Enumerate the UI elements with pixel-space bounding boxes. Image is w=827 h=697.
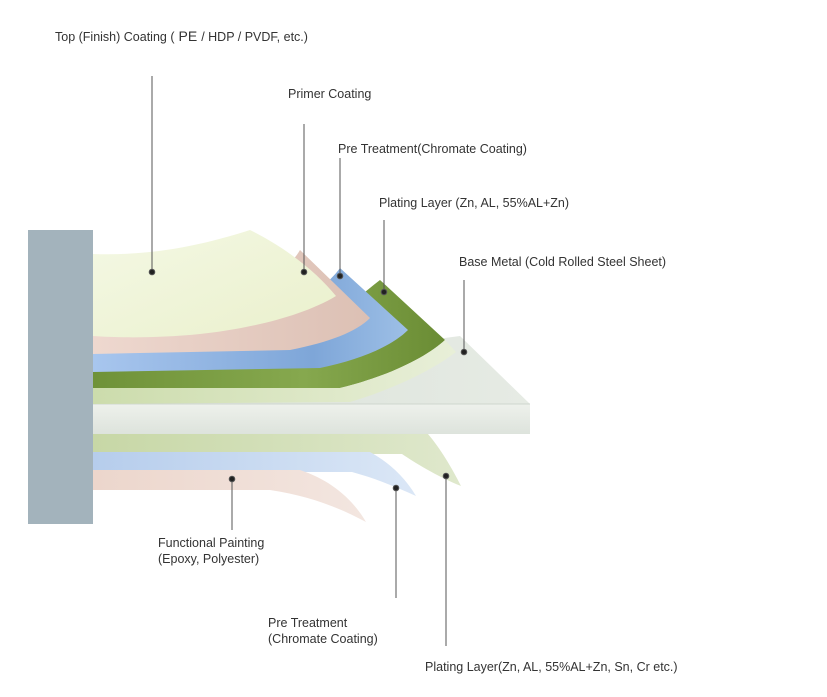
functional-line-1: Functional Painting bbox=[158, 536, 265, 550]
bottom-plating-layer bbox=[93, 434, 461, 486]
leader-dot-pretreatment-bottom bbox=[392, 484, 400, 492]
top-finish-coating-layer bbox=[93, 230, 336, 338]
plating-layer-face bbox=[93, 340, 456, 404]
bottom-pretreatment-layer bbox=[93, 452, 416, 496]
leader-dot-base-metal bbox=[460, 348, 468, 356]
label-plating-layer-bottom: Plating Layer(Zn, AL, 55%AL+Zn, Sn, Cr e… bbox=[425, 660, 678, 674]
holder-block bbox=[28, 230, 93, 524]
functional-line-2: (Epoxy, Polyester) bbox=[158, 552, 260, 566]
pretreatment-bottom-line-2: (Chromate Coating) bbox=[268, 632, 378, 646]
top-coating-suffix: / HDP / PVDF, etc.) bbox=[201, 30, 308, 44]
leader-dot-top-coating bbox=[148, 268, 156, 276]
label-pretreatment-bottom: Pre Treatment (Chromate Coating) bbox=[268, 615, 378, 647]
label-functional-painting: Functional Painting (Epoxy, Polyester) bbox=[158, 535, 264, 567]
leader-dot-plating-bottom bbox=[442, 472, 450, 480]
top-coating-prefix: Top (Finish) Coating ( bbox=[55, 30, 175, 44]
label-top-finish-coating: Top (Finish) Coating (PE/ HDP / PVDF, et… bbox=[55, 28, 308, 45]
label-pretreatment-top: Pre Treatment(Chromate Coating) bbox=[338, 142, 527, 156]
top-coating-pe: PE bbox=[178, 28, 198, 44]
base-metal-front-face bbox=[93, 404, 530, 434]
leader-dot-plating-top bbox=[380, 288, 388, 296]
leader-dot-pretreatment-top bbox=[336, 272, 344, 280]
bottom-primer-layer bbox=[93, 470, 366, 522]
leader-dot-primer bbox=[300, 268, 308, 276]
leader-dot-functional bbox=[228, 475, 236, 483]
label-base-metal: Base Metal (Cold Rolled Steel Sheet) bbox=[459, 255, 667, 269]
pretreatment-bottom-line-1: Pre Treatment bbox=[268, 616, 348, 630]
label-primer-coating: Primer Coating bbox=[288, 87, 372, 101]
label-plating-layer-top: Plating Layer (Zn, AL, 55%AL+Zn) bbox=[379, 196, 570, 210]
